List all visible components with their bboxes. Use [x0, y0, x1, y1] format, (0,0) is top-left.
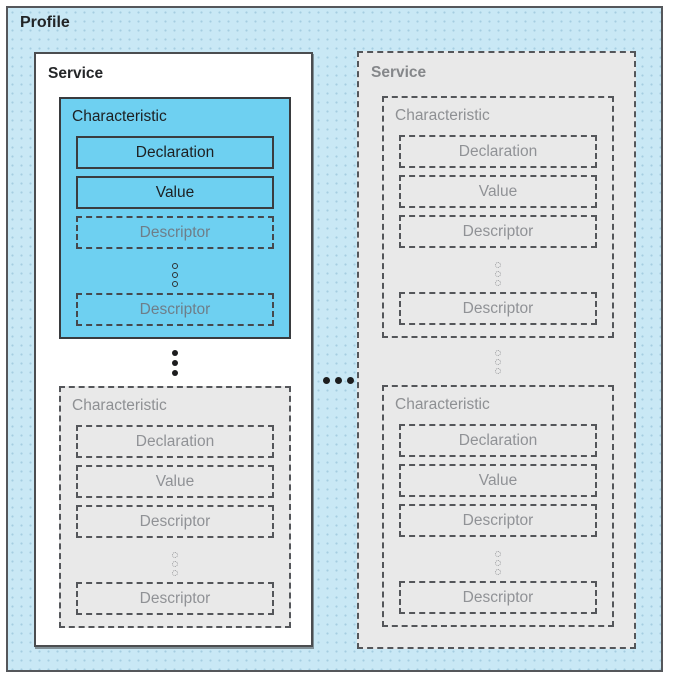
service-box-dimmed: Service Characteristic Declaration Value… [357, 51, 636, 649]
declaration-box: Declaration [76, 425, 274, 458]
value-label: Value [478, 182, 518, 200]
descriptor-box: Descriptor [76, 216, 274, 249]
descriptor-box: Descriptor [399, 504, 597, 537]
more-descriptors-icon [61, 256, 289, 293]
descriptor-box: Descriptor [399, 581, 597, 614]
service-label: Service [48, 65, 104, 82]
value-box: Value [399, 175, 597, 208]
more-descriptors-icon [384, 544, 612, 581]
characteristic-box-dimmed: Characteristic Declaration Value Descrip… [59, 386, 291, 628]
characteristic-label: Characteristic [72, 108, 167, 125]
characteristic-box-dimmed: Characteristic Declaration Value Descrip… [382, 96, 614, 338]
descriptor-label: Descriptor [462, 222, 534, 240]
more-services-icon [318, 374, 358, 386]
descriptor-label: Descriptor [462, 511, 534, 529]
value-box: Value [76, 176, 274, 209]
profile-box: Profile Service Characteristic Declarati… [6, 6, 663, 672]
descriptor-box: Descriptor [399, 292, 597, 325]
descriptor-box: Descriptor [76, 293, 274, 326]
characteristic-box-dimmed: Characteristic Declaration Value Descrip… [382, 385, 614, 627]
value-label: Value [155, 183, 195, 201]
more-descriptors-icon [384, 255, 612, 292]
declaration-label: Declaration [458, 431, 538, 449]
descriptor-box: Descriptor [76, 505, 274, 538]
declaration-label: Declaration [135, 432, 215, 450]
service-box-active: Service Characteristic Declaration Value… [34, 52, 313, 647]
characteristic-label: Characteristic [395, 107, 490, 124]
service-label: Service [371, 64, 427, 81]
more-characteristics-icon [382, 345, 614, 379]
characteristic-label: Characteristic [395, 396, 490, 413]
characteristic-box-active: Characteristic Declaration Value Descrip… [59, 97, 291, 339]
declaration-box: Declaration [399, 424, 597, 457]
descriptor-label: Descriptor [139, 589, 211, 607]
descriptor-label: Descriptor [462, 588, 534, 606]
descriptor-label: Descriptor [139, 512, 211, 530]
value-label: Value [478, 471, 518, 489]
profile-label: Profile [20, 14, 70, 31]
descriptor-label: Descriptor [462, 299, 534, 317]
value-box: Value [76, 465, 274, 498]
characteristic-label: Characteristic [72, 397, 167, 414]
descriptor-box: Descriptor [399, 215, 597, 248]
declaration-label: Declaration [458, 142, 538, 160]
descriptor-label: Descriptor [139, 223, 211, 241]
descriptor-box: Descriptor [76, 582, 274, 615]
descriptor-label: Descriptor [139, 300, 211, 318]
declaration-label: Declaration [135, 143, 215, 161]
declaration-box: Declaration [76, 136, 274, 169]
more-characteristics-icon [59, 346, 291, 380]
more-descriptors-icon [61, 545, 289, 582]
declaration-box: Declaration [399, 135, 597, 168]
value-label: Value [155, 472, 195, 490]
value-box: Value [399, 464, 597, 497]
